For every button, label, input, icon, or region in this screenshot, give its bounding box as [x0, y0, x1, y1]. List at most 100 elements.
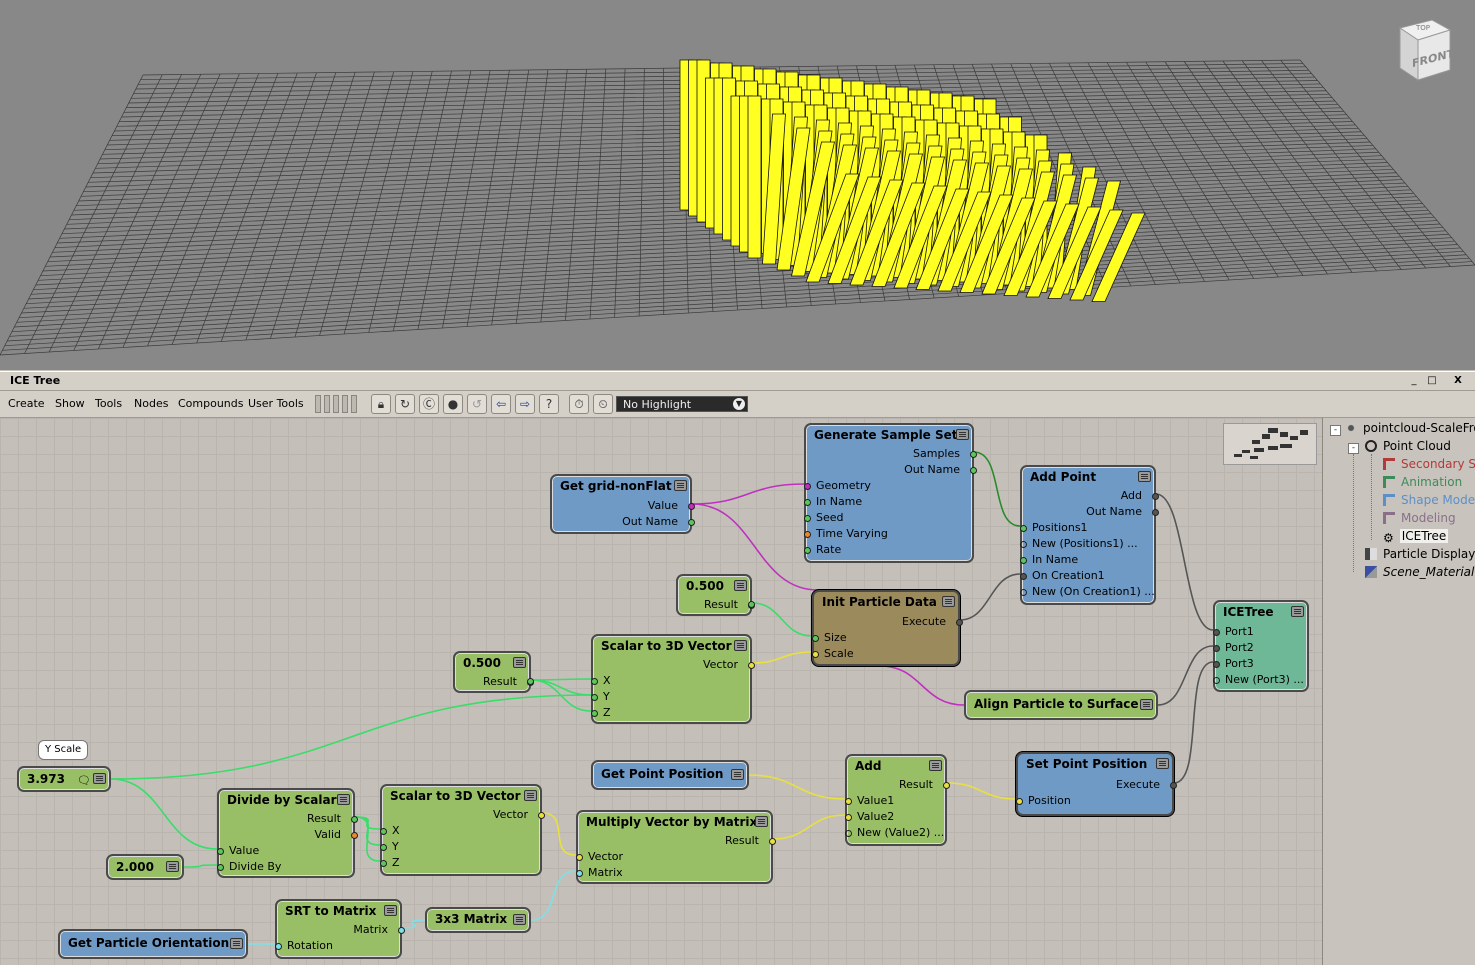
- input-port[interactable]: [1212, 628, 1220, 636]
- node-menu-icon[interactable]: [166, 861, 179, 872]
- menu-create[interactable]: Create: [8, 397, 45, 410]
- input-port[interactable]: [575, 869, 583, 877]
- explorer-item-secondary-shape[interactable]: Secondary S: [1383, 457, 1475, 471]
- input-port[interactable]: [216, 847, 224, 855]
- input-port[interactable]: [590, 677, 598, 685]
- node-menu-icon[interactable]: [929, 760, 942, 771]
- input-port[interactable]: [844, 813, 852, 821]
- input-port[interactable]: [803, 514, 811, 522]
- input-port[interactable]: [844, 797, 852, 805]
- input-port[interactable]: [1019, 588, 1027, 596]
- node-menu-icon[interactable]: [513, 914, 526, 925]
- node-menu-icon[interactable]: [1291, 606, 1304, 617]
- lock-icon[interactable]: 🔒︎: [371, 394, 391, 414]
- input-port[interactable]: [811, 634, 819, 642]
- input-port[interactable]: [811, 650, 819, 658]
- input-port[interactable]: [379, 827, 387, 835]
- menu-nodes[interactable]: Nodes: [134, 397, 169, 410]
- node-get-particle-orientation[interactable]: Get Particle Orientation: [58, 929, 248, 959]
- explorer-item-modeling[interactable]: Modeling: [1383, 511, 1456, 525]
- output-port[interactable]: [768, 837, 776, 845]
- input-port[interactable]: [803, 546, 811, 554]
- output-port[interactable]: [1151, 492, 1159, 500]
- node-menu-icon[interactable]: [337, 794, 350, 805]
- output-port[interactable]: [969, 466, 977, 474]
- menu-tools[interactable]: Tools: [95, 397, 123, 410]
- node-menu-icon[interactable]: [734, 640, 747, 651]
- output-port[interactable]: [1169, 781, 1177, 789]
- 3d-viewport[interactable]: TOP FRONT: [0, 0, 1475, 370]
- input-port[interactable]: [1019, 540, 1027, 548]
- output-port[interactable]: [969, 450, 977, 458]
- node-matrix-3x3[interactable]: 3x3 Matrix: [425, 907, 531, 933]
- close-button[interactable]: X: [1454, 375, 1462, 386]
- input-port[interactable]: [803, 498, 811, 506]
- input-port[interactable]: [379, 859, 387, 867]
- input-port[interactable]: [844, 829, 852, 837]
- input-port[interactable]: [1019, 572, 1027, 580]
- explorer-item-scene-material[interactable]: Scene_Material: [1365, 565, 1474, 579]
- input-port[interactable]: [575, 853, 583, 861]
- input-port[interactable]: [803, 530, 811, 538]
- output-port[interactable]: [526, 677, 534, 685]
- input-port[interactable]: [1019, 524, 1027, 532]
- node-menu-icon[interactable]: [513, 657, 526, 668]
- input-port[interactable]: [1019, 556, 1027, 564]
- node-menu-icon[interactable]: [1156, 758, 1169, 769]
- node-menu-icon[interactable]: [956, 429, 969, 440]
- input-port[interactable]: [274, 942, 282, 950]
- expander-toggle[interactable]: -: [1348, 443, 1359, 454]
- input-port[interactable]: [1015, 797, 1023, 805]
- input-port[interactable]: [590, 709, 598, 717]
- input-port[interactable]: [1212, 660, 1220, 668]
- view-cube[interactable]: TOP FRONT: [1392, 18, 1456, 84]
- timer-reset-icon[interactable]: ⏲︎: [593, 394, 613, 414]
- input-port[interactable]: [216, 863, 224, 871]
- graph-minimap[interactable]: [1223, 423, 1317, 465]
- timer-icon[interactable]: ⏱︎: [569, 394, 589, 414]
- node-menu-icon[interactable]: [731, 769, 744, 780]
- output-port[interactable]: [537, 811, 545, 819]
- expander-toggle[interactable]: -: [1330, 425, 1341, 436]
- output-port[interactable]: [1151, 508, 1159, 516]
- output-port[interactable]: [955, 618, 963, 626]
- menu-compounds[interactable]: Compounds: [178, 397, 244, 410]
- back-arrow-icon[interactable]: ⇦: [491, 394, 511, 414]
- output-port[interactable]: [397, 926, 405, 934]
- output-port[interactable]: [747, 600, 755, 608]
- input-port[interactable]: [590, 693, 598, 701]
- node-menu-icon[interactable]: [755, 816, 768, 827]
- minimize-button[interactable]: _: [1411, 375, 1417, 386]
- output-port[interactable]: [942, 781, 950, 789]
- node-menu-icon[interactable]: [674, 480, 687, 491]
- input-port[interactable]: [1212, 644, 1220, 652]
- output-port[interactable]: [687, 518, 695, 526]
- node-menu-icon[interactable]: [384, 905, 397, 916]
- output-port[interactable]: [747, 661, 755, 669]
- explorer-item-pointcloud[interactable]: pointcloud-ScaleFro: [1345, 421, 1475, 435]
- redo-icon[interactable]: ↺: [467, 394, 487, 414]
- output-port[interactable]: [350, 831, 358, 839]
- node-menu-icon[interactable]: [1140, 699, 1153, 710]
- input-port[interactable]: [379, 843, 387, 851]
- input-port[interactable]: [803, 482, 811, 490]
- node-menu-icon[interactable]: [942, 596, 955, 607]
- output-port[interactable]: [687, 502, 695, 510]
- explorer-item-icetree[interactable]: ⚙ICETree: [1383, 529, 1449, 544]
- refresh-icon[interactable]: ↻: [395, 394, 415, 414]
- node-menu-icon[interactable]: [734, 580, 747, 591]
- scene-icon[interactable]: ●: [443, 394, 463, 414]
- node-yscale[interactable]: 3.973🗨︎: [17, 766, 111, 792]
- clear-icon[interactable]: Ⓒ: [419, 394, 439, 414]
